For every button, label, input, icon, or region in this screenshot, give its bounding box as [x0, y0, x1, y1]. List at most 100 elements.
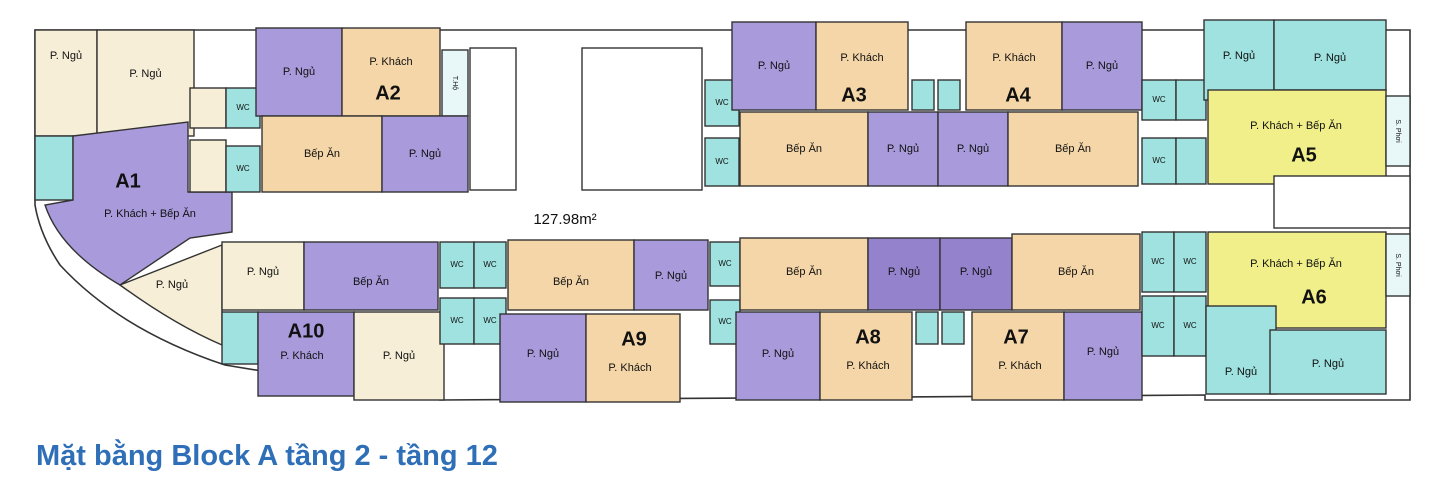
bedroom-a6-1-label: P. Ngủ — [1225, 366, 1257, 378]
kitchen-a4 — [1007, 111, 1139, 187]
wc-a10-2-label: WC — [483, 260, 497, 269]
stair-a2 — [441, 49, 469, 117]
bedroom-a8 — [867, 237, 941, 311]
wc-a1-2 — [225, 145, 261, 193]
bedroom-a6-1 — [1205, 305, 1277, 395]
service-a5 — [1385, 95, 1411, 167]
bedroom-a10-2-label: P. Ngủ — [247, 266, 279, 278]
kitchen-a8 — [739, 237, 869, 311]
duct-a3 — [911, 79, 935, 111]
bedroom-a2-2-label: P. Ngủ — [409, 148, 441, 160]
bedroom-a3-2-label: P. Ngủ — [887, 143, 919, 155]
living-a9-label: P. Khách — [608, 362, 651, 374]
living-a8 — [819, 311, 913, 401]
apartment-label-a6: A6 — [1301, 286, 1327, 308]
bedroom-a1-2 — [96, 29, 195, 137]
living-kitchen-a5 — [1207, 89, 1387, 185]
bedroom-a2-2 — [381, 115, 469, 193]
wc-a4-4 — [1175, 137, 1207, 185]
wc-a3-2-label: WC — [715, 157, 729, 166]
hall-a1-2 — [189, 139, 227, 193]
living-a9 — [585, 313, 681, 403]
bedroom-a10-3 — [353, 311, 445, 401]
wc-a7-2 — [1173, 231, 1207, 293]
living-a4-label: P. Khách — [992, 52, 1035, 64]
living-kitchen-a1 — [44, 121, 233, 286]
bedroom-a8-2-label: P. Ngủ — [762, 348, 794, 360]
wc-a10-2 — [473, 241, 507, 289]
apartment-label-a4: A4 — [1005, 84, 1031, 106]
bedroom-a9-label: P. Ngủ — [655, 270, 687, 282]
apartment-label-a5: A5 — [1291, 144, 1317, 166]
wc-a9-1-label: WC — [718, 259, 732, 268]
bedroom-a2-label: P. Ngủ — [283, 66, 315, 78]
bedroom-a6-2-label: P. Ngủ — [1312, 358, 1344, 370]
kitchen-a9-label: Bếp Ăn — [553, 275, 589, 288]
balcony-a10 — [221, 311, 259, 365]
living-kitchen-a5-label: P. Khách + Bếp Ăn — [1250, 119, 1342, 132]
bedroom-a3-2 — [867, 111, 939, 187]
wc-a9-2-label: WC — [718, 317, 732, 326]
bedroom-a9-2 — [499, 313, 587, 403]
shaft-1 — [469, 47, 517, 191]
kitchen-a8-label: Bếp Ăn — [786, 265, 822, 278]
page-title: Mặt bằng Block A tầng 2 - tầng 12 — [36, 440, 498, 472]
wc-a4-1-label: WC — [1152, 95, 1166, 104]
wc-a4-2 — [1175, 79, 1207, 121]
bedroom-a5-2-label: P. Ngủ — [1314, 52, 1346, 64]
living-a10-label: P. Khách — [280, 350, 323, 362]
living-a8-label: P. Khách — [846, 360, 889, 372]
bedroom-a5-1-label: P. Ngủ — [1223, 50, 1255, 62]
wc-a4-3-label: WC — [1152, 156, 1166, 165]
wc-a10-3 — [439, 297, 475, 345]
bedroom-a10-3-label: P. Ngủ — [383, 350, 415, 362]
bedroom-a9-2-label: P. Ngủ — [527, 348, 559, 360]
bedroom-a5-1 — [1203, 19, 1275, 101]
apartment-label-a1: A1 — [115, 170, 141, 192]
duct-a8 — [915, 311, 939, 345]
wc-a7-4-label: WC — [1183, 321, 1197, 330]
living-a10 — [257, 311, 355, 397]
living-a7 — [971, 311, 1065, 401]
stair-core — [1273, 175, 1411, 229]
bedroom-a6-2 — [1269, 329, 1387, 395]
living-a7-label: P. Khách — [998, 360, 1041, 372]
apartment-label-a8: A8 — [855, 326, 881, 348]
apartment-label-a9: A9 — [621, 328, 647, 350]
bedroom-a4 — [1061, 21, 1143, 111]
wc-a7-3-label: WC — [1151, 321, 1165, 330]
bedroom-a7-label: P. Ngủ — [960, 266, 992, 278]
wc-a4-1 — [1141, 79, 1177, 121]
wc-a10-3-label: WC — [450, 316, 464, 325]
hall-a1-1 — [189, 87, 227, 129]
kitchen-a7 — [1011, 233, 1141, 311]
living-kitchen-a6 — [1207, 231, 1387, 329]
wc-a9-2 — [709, 299, 741, 345]
living-a3-label: P. Khách — [840, 52, 883, 64]
apartment-label-a2: A2 — [375, 82, 401, 104]
bedroom-a2 — [255, 27, 343, 117]
bedroom-a4-label: P. Ngủ — [1086, 60, 1118, 72]
bedroom-a8-label: P. Ngủ — [888, 266, 920, 278]
bedroom-a5-2 — [1273, 19, 1387, 91]
bedroom-a10-1-label: P. Ngủ — [156, 279, 188, 291]
kitchen-a2-label: Bếp Ăn — [304, 147, 340, 160]
duct-a7 — [941, 311, 965, 345]
living-a2-label: P. Khách — [369, 56, 412, 68]
wc-a4-3 — [1141, 137, 1177, 185]
kitchen-a4-label: Bếp Ăn — [1055, 142, 1091, 155]
kitchen-a2 — [261, 115, 383, 193]
duct-a4 — [937, 79, 961, 111]
wc-a3-2 — [704, 137, 740, 187]
apartment-label-a3: A3 — [841, 84, 867, 106]
service-a6 — [1385, 233, 1411, 297]
bedroom-a1-1-label: P. Ngủ — [50, 50, 82, 62]
wc-a10-1-label: WC — [450, 260, 464, 269]
wc-a7-1-label: WC — [1151, 257, 1165, 266]
apartment-label-a7: A7 — [1003, 326, 1029, 348]
living-kitchen-a6-label: P. Khách + Bếp Ăn — [1250, 257, 1342, 270]
living-kitchen-a1-label: P. Khách + Bếp Ăn — [104, 207, 196, 220]
service-a6-label: S. Phơi — [1394, 253, 1401, 277]
kitchen-a7-label: Bếp Ăn — [1058, 265, 1094, 278]
